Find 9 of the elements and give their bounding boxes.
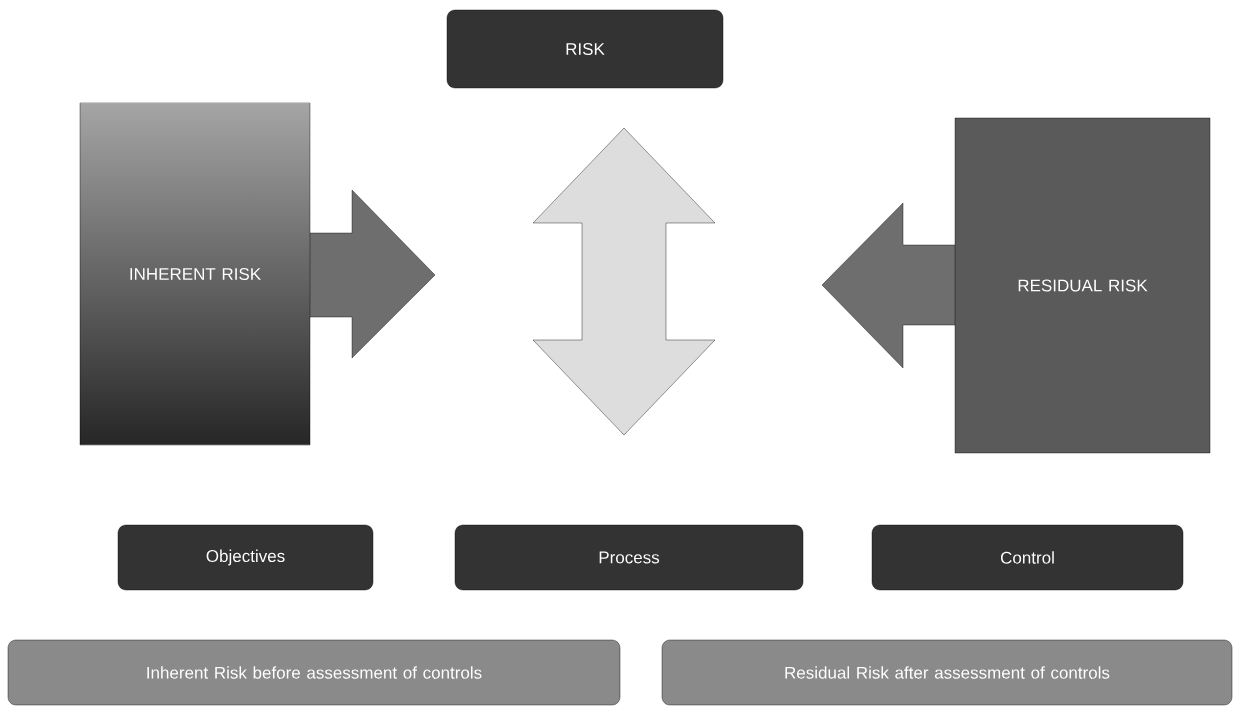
heading-box: RISK <box>446 9 724 89</box>
inherent-risk-box: INHERENT RISK <box>79 102 436 446</box>
label-box: Objectives <box>117 524 374 591</box>
label-box: Process <box>454 524 804 591</box>
label-box: Control <box>871 524 1184 591</box>
residual-risk-box: RESIDUAL RISK <box>821 117 1211 454</box>
note-box: Inherent Risk before assessment of controls <box>7 639 621 706</box>
note-box: Residual Risk after assessment of controls <box>661 639 1233 706</box>
double-arrow <box>532 127 716 436</box>
